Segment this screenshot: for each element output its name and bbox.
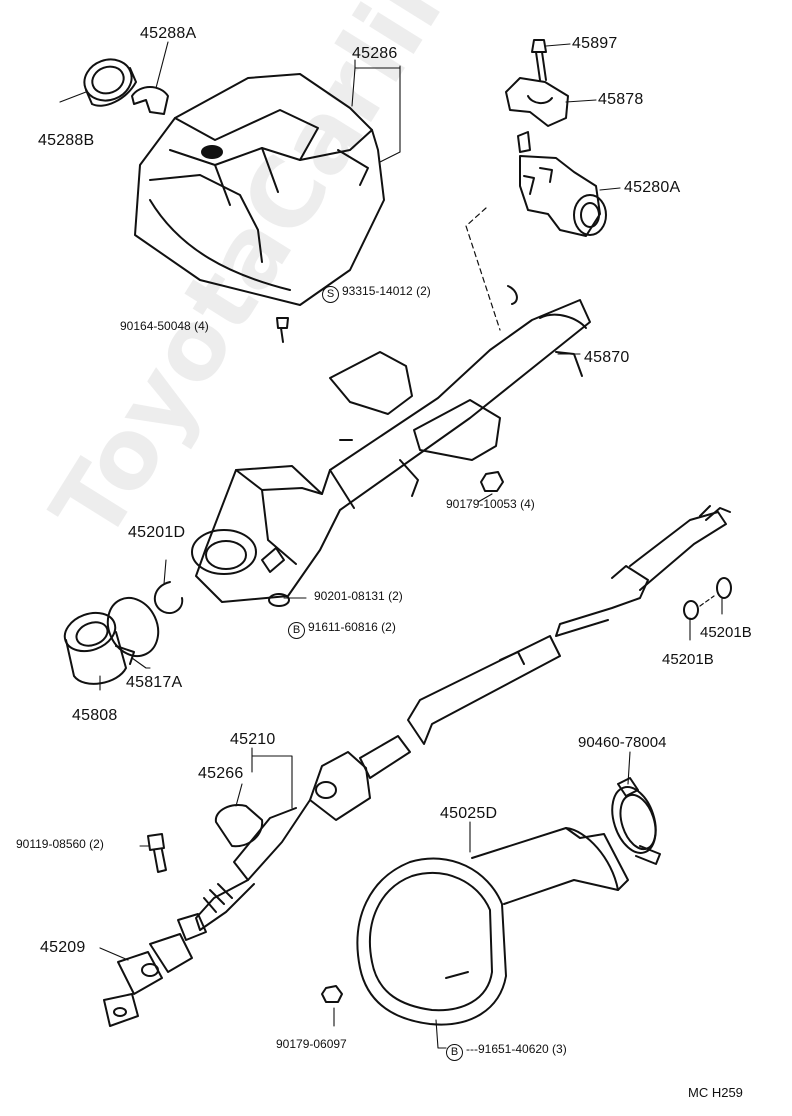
label-45878: 45878 [598, 91, 644, 108]
label-93315-text: 93315-14012 (2) [342, 284, 431, 298]
nut-90179-10053-shape [480, 471, 504, 492]
label-45025d: 45025D [440, 805, 498, 822]
snap-ring-45201d-shape [154, 581, 184, 614]
label-45808: 45808 [72, 707, 118, 724]
label-45288b: 45288B [38, 132, 95, 149]
label-45266: 45266 [198, 765, 244, 782]
washer-90201-shape [268, 593, 290, 607]
label-90201: 90201-08131 (2) [314, 589, 403, 603]
column-cover-45286-shape [134, 73, 385, 306]
washer-45201b-right-shape [716, 577, 732, 599]
main-shaft-shape [407, 505, 731, 745]
label-91651-text: ---91651-40620 (3) [466, 1042, 567, 1056]
clip-45288a-shape [131, 86, 169, 115]
label-45209: 45209 [40, 939, 86, 956]
label-45210: 45210 [230, 731, 276, 748]
label-45201d: 45201D [128, 524, 186, 541]
bolt-45897-shape [531, 39, 547, 81]
label-45870: 45870 [584, 349, 630, 366]
washer-45201b-left-shape [683, 600, 699, 620]
label-45201b-right: 45201B [700, 624, 752, 641]
universal-joint-45209-shape [103, 913, 207, 1027]
label-45817a: 45817A [126, 674, 183, 691]
label-90460: 90460-78004 [578, 734, 667, 751]
label-90119: 90119-08560 (2) [16, 837, 104, 851]
clamp-90460-shape [611, 777, 661, 865]
intermediate-shaft-45210-shape [195, 735, 411, 931]
page-code: MC H259 [688, 1085, 743, 1100]
mark-b-91611: B [288, 622, 305, 639]
label-45201b-left: 45201B [662, 651, 714, 668]
bolt-90119-shape [147, 833, 167, 873]
label-90179-10053: 90179-10053 (4) [446, 497, 535, 511]
column-tube-45870-shape [191, 285, 591, 603]
mark-b-91651: B [446, 1044, 463, 1061]
boot-45025d-shape [356, 827, 629, 1026]
label-45897: 45897 [572, 35, 618, 52]
nut-90179-06097-shape [321, 985, 343, 1003]
mark-s: S [322, 286, 339, 303]
label-90179-06097: 90179-06097 [276, 1037, 347, 1051]
bearing-45808-shape [63, 611, 135, 685]
screw-90164-shape [276, 317, 289, 343]
label-91611-text: 91611-60816 (2) [308, 620, 396, 634]
lock-housing-45280a-shape [517, 131, 607, 237]
label-45280a: 45280A [624, 179, 681, 196]
bracket-45878-shape [505, 77, 569, 127]
ring-45288b-shape [83, 58, 137, 107]
label-45286: 45286 [352, 45, 398, 62]
label-91651: B---91651-40620 (3) [446, 1043, 567, 1061]
label-90164: 90164-50048 (4) [120, 319, 209, 333]
label-45288a: 45288A [140, 25, 197, 42]
